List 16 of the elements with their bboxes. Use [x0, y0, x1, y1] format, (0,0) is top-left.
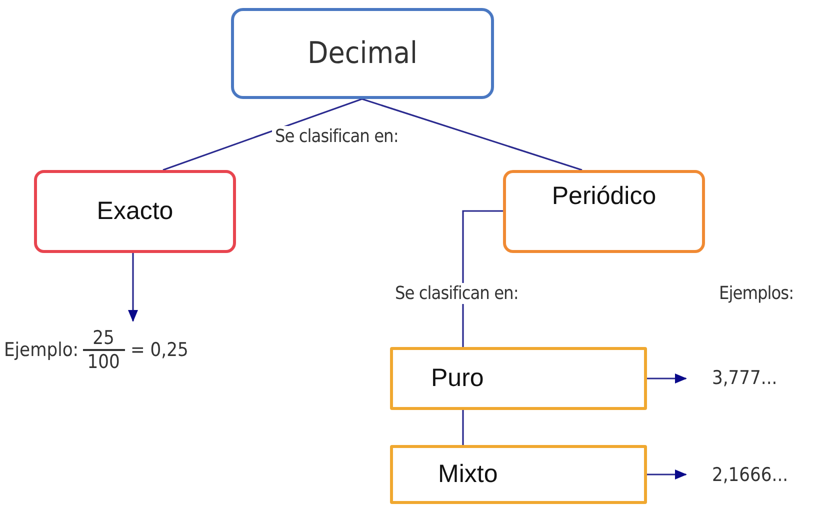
denominator: 100 — [87, 350, 120, 373]
numerator: 25 — [92, 327, 114, 350]
connector-line — [362, 98, 582, 171]
concept-box: Decimal — [231, 8, 494, 99]
arrow — [647, 470, 687, 480]
equation-result: = 0,25 — [130, 339, 188, 361]
category-box: Mixto — [390, 445, 647, 504]
concept-box: Exacto — [34, 170, 236, 253]
arrow — [647, 374, 687, 384]
connector-line — [162, 98, 362, 171]
connector-line — [462, 210, 503, 347]
example-label: Ejemplo: — [4, 339, 79, 361]
category-box: Puro — [390, 347, 647, 410]
concept-box: Periódico — [503, 170, 705, 253]
arrow — [128, 253, 138, 322]
connector-line — [462, 410, 464, 445]
